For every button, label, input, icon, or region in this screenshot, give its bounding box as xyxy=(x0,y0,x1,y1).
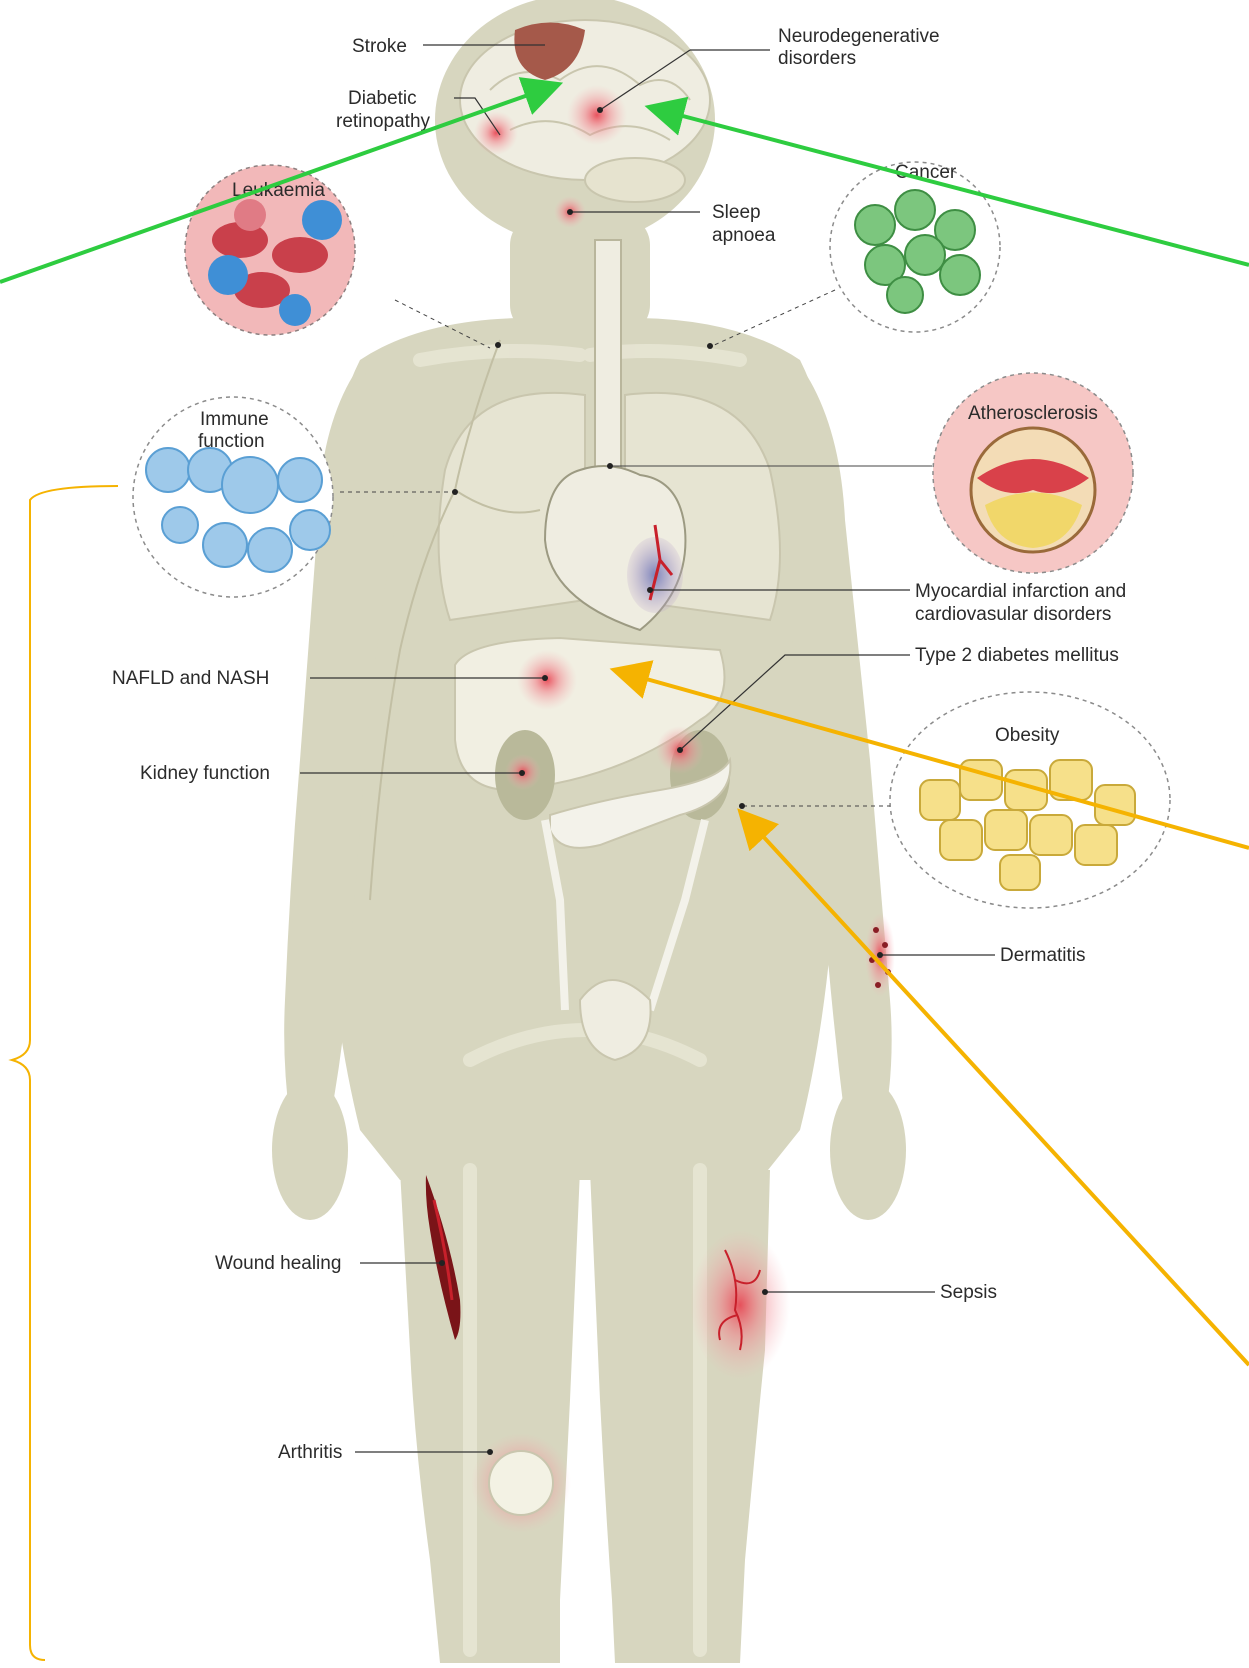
label-sepsis: Sepsis xyxy=(940,1282,997,1303)
label-diabetic-1: Diabetic xyxy=(348,88,417,109)
label-neurodegenerative-2: disorders xyxy=(778,48,856,69)
label-neurodegenerative-1: Neurodegenerative xyxy=(778,26,940,47)
obesity-dot xyxy=(739,803,745,809)
label-diabetic-2: retinopathy xyxy=(336,111,431,132)
label-stroke: Stroke xyxy=(352,36,407,57)
label-nafld: NAFLD and NASH xyxy=(112,668,269,689)
label-wound-healing: Wound healing xyxy=(215,1253,341,1274)
left-bracket xyxy=(12,486,118,1660)
immune-label-1: Immune xyxy=(200,409,269,430)
cancer-inset: Cancer xyxy=(830,162,1000,332)
label-type2-diabetes: Type 2 diabetes mellitus xyxy=(915,645,1119,666)
obesity-inset: Obesity xyxy=(890,692,1170,908)
immune-label-2: function xyxy=(198,431,265,452)
label-kidney: Kidney function xyxy=(140,763,270,784)
atherosclerosis-label: Atherosclerosis xyxy=(968,403,1098,424)
label-myocardial-2: cardiovasular disorders xyxy=(915,604,1111,625)
label-sleep-2: apnoea xyxy=(712,225,776,246)
label-sleep-1: Sleep xyxy=(712,202,761,223)
leukaemia-inset: Leukaemia xyxy=(185,165,355,335)
obesity-label: Obesity xyxy=(995,725,1060,746)
label-dermatitis: Dermatitis xyxy=(1000,945,1086,966)
immune-inset: Immune function xyxy=(133,397,333,597)
atherosclerosis-inset: Atherosclerosis xyxy=(933,373,1133,573)
label-arthritis: Arthritis xyxy=(278,1442,342,1463)
label-myocardial-1: Myocardial infarction and xyxy=(915,581,1126,602)
